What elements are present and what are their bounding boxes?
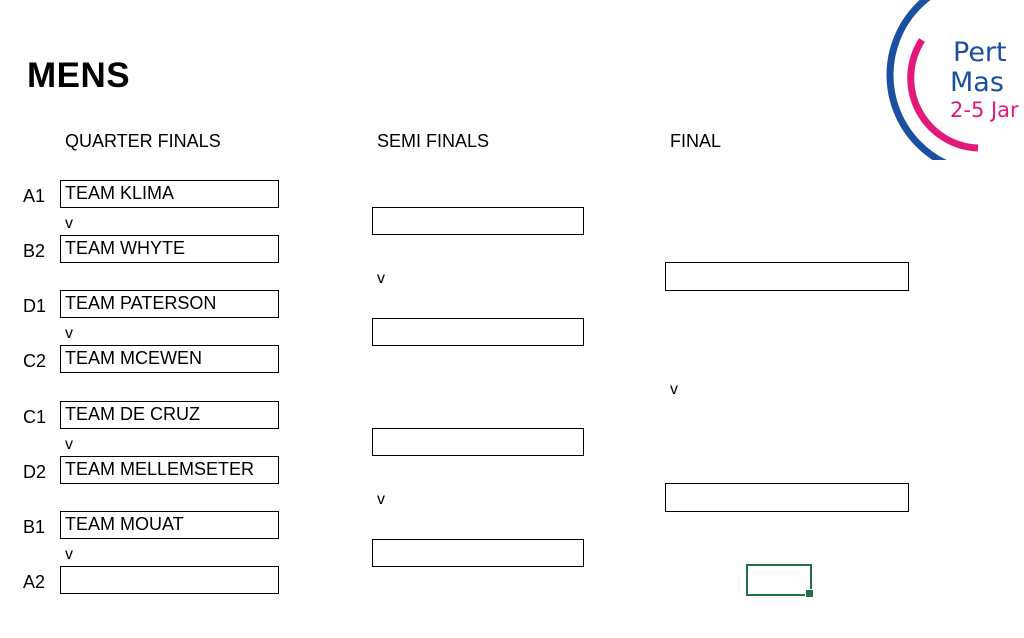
final-team-slot[interactable] <box>665 483 909 512</box>
quarter-team-slot[interactable]: TEAM PATERSON <box>60 290 279 318</box>
versus-label: v <box>377 270 385 287</box>
header-final: FINAL <box>670 131 722 151</box>
seed-label: B2 <box>23 241 46 261</box>
seed-label: C2 <box>23 351 47 371</box>
quarter-team-slot[interactable]: TEAM KLIMA <box>60 180 279 208</box>
quarter-team-slot[interactable]: TEAM MCEWEN <box>60 345 279 373</box>
versus-label: v <box>65 215 73 232</box>
seed-label: A1 <box>23 186 46 206</box>
semi-team-slot[interactable] <box>372 539 584 567</box>
versus-label: v <box>65 325 73 342</box>
logo-text-line1: Pert <box>953 37 1007 68</box>
header-semi-finals: SEMI FINALS <box>377 131 490 151</box>
seed-label: C1 <box>23 407 47 427</box>
event-logo: Pert Mas 2-5 Jar <box>878 0 1024 160</box>
quarter-team-slot[interactable]: TEAM DE CRUZ <box>60 401 279 429</box>
versus-label: v <box>65 546 73 563</box>
page-title: MENS <box>27 56 131 95</box>
header-quarter-finals: QUARTER FINALS <box>65 131 221 151</box>
semi-team-slot[interactable] <box>372 318 584 346</box>
quarter-team-slot[interactable]: TEAM WHYTE <box>60 235 279 263</box>
versus-label: v <box>377 491 385 508</box>
quarter-team-slot[interactable] <box>60 566 279 594</box>
seed-label: B1 <box>23 517 46 537</box>
final-team-slot[interactable] <box>665 262 909 291</box>
logo-text-line2: Mas <box>950 67 1004 98</box>
quarter-team-slot[interactable]: TEAM MOUAT <box>60 511 279 539</box>
semi-team-slot[interactable] <box>372 428 584 456</box>
seed-label: D1 <box>23 296 47 316</box>
versus-label: v <box>65 436 73 453</box>
semi-team-slot[interactable] <box>372 207 584 235</box>
logo-text-line3: 2-5 Jar <box>950 98 1019 122</box>
quarter-team-slot[interactable]: TEAM MELLEMSETER <box>60 456 279 484</box>
selected-cell[interactable] <box>746 564 814 598</box>
seed-label: A2 <box>23 572 46 592</box>
versus-label: v <box>670 381 678 398</box>
logo-graphic: Pert Mas 2-5 Jar <box>886 0 1019 160</box>
seed-label: D2 <box>23 462 47 482</box>
fill-handle[interactable] <box>805 589 814 598</box>
